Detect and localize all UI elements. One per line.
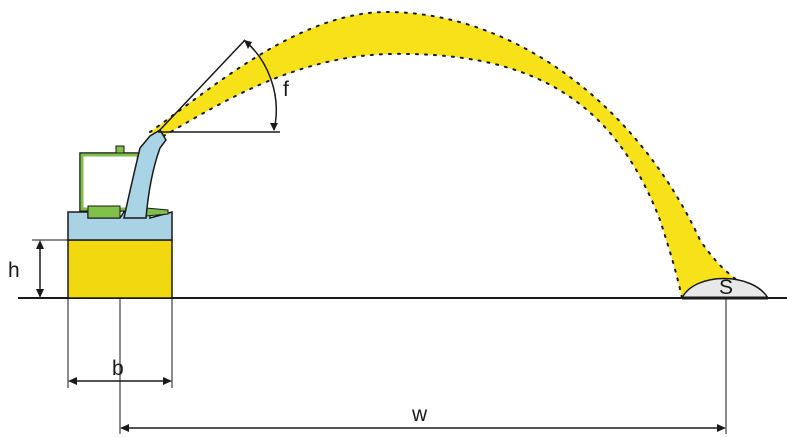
base-block <box>67 239 173 299</box>
angle-ref-inclined <box>157 39 246 133</box>
throw-distance-label: w <box>411 403 428 426</box>
target-mound <box>680 277 770 299</box>
nozzle-pipe <box>123 128 167 219</box>
target-label: S <box>719 276 733 299</box>
pump-machine <box>67 128 173 299</box>
height-label: h <box>8 259 20 282</box>
pump-body <box>67 211 173 241</box>
base-width-label: b <box>112 357 124 380</box>
water-jet <box>148 10 769 299</box>
angle-arc <box>243 39 278 131</box>
angle-label: f <box>283 78 289 101</box>
